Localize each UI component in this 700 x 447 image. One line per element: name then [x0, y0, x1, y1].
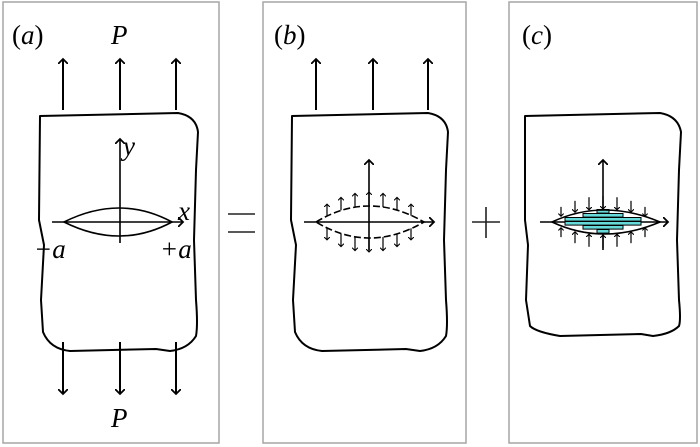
crack-fill-bars	[564, 209, 642, 234]
plus-sign	[472, 207, 500, 238]
crack	[314, 205, 426, 239]
plate-body	[38, 112, 199, 352]
fill-bar	[596, 229, 610, 234]
plate-body	[524, 112, 682, 337]
panel-c: (c)	[508, 1, 698, 444]
tension-arrows-top	[316, 59, 428, 110]
panel-b: (b)	[262, 1, 467, 444]
panel-a-label: (a)	[12, 20, 44, 50]
panel-c-label: (c)	[522, 20, 552, 50]
crack-tip-left-label: −a	[34, 234, 66, 264]
fill-bar	[582, 225, 624, 230]
crack-face-tractions	[327, 192, 411, 252]
plate-body	[290, 112, 449, 352]
panel-c-frame	[508, 1, 698, 444]
tension-arrows-bottom	[63, 342, 176, 394]
x-axis-label: x	[177, 196, 190, 226]
equals-sign	[228, 213, 255, 233]
panel-b-frame	[262, 1, 467, 444]
crack-tip-right-label: +a	[160, 234, 192, 264]
crack	[62, 207, 174, 237]
load-label-top: P	[110, 20, 128, 50]
crack-face-tractions	[561, 196, 645, 248]
y-axis-label: y	[120, 131, 135, 161]
crack	[550, 209, 663, 235]
panel-a: (a) P y x −a +a P	[2, 1, 220, 444]
fill-bar	[564, 221, 642, 226]
load-label-bottom: P	[110, 403, 128, 433]
fill-bar	[582, 213, 624, 218]
fill-bar	[564, 217, 642, 222]
panel-a-frame	[2, 1, 220, 444]
panel-b-label: (b)	[274, 20, 306, 50]
tension-arrows-top	[63, 59, 176, 110]
